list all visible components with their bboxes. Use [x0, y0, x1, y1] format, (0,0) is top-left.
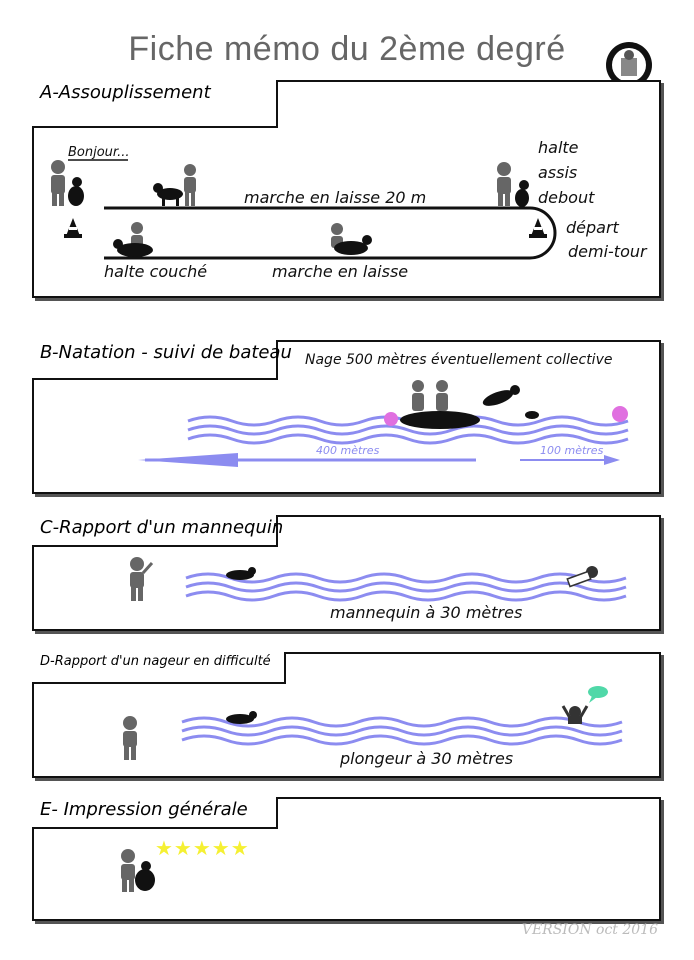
- section-b-subtitle: Nage 500 mètres éventuellement collectiv…: [305, 352, 613, 368]
- marche-20m-label: marche en laisse 20 m: [244, 188, 427, 207]
- handler-icon: [121, 849, 135, 892]
- dog-icon: [334, 235, 372, 255]
- command-halte: halte: [538, 138, 579, 157]
- dog-icon: [525, 411, 539, 419]
- handler-icon: [123, 716, 137, 760]
- page-title: Fiche mémo du 2ème degré: [128, 30, 566, 68]
- command-demi-tour: demi-tour: [568, 242, 647, 261]
- swimmer-icon: [561, 705, 589, 724]
- section-c-caption: mannequin à 30 mètres: [330, 603, 523, 622]
- handler-icon: [130, 557, 154, 601]
- cone-icon: [64, 218, 82, 238]
- section-e-tab: E- Impression générale: [32, 797, 278, 829]
- boat-icon: [400, 380, 480, 429]
- command-debout: debout: [538, 188, 595, 207]
- dog-icon: [226, 711, 257, 724]
- marche-laisse-label: marche en laisse: [272, 262, 409, 281]
- command-assis: assis: [538, 163, 578, 182]
- section-a-tab: A-Assouplissement: [32, 80, 278, 128]
- dog-icon: [68, 177, 84, 206]
- dog-icon: [153, 183, 183, 206]
- handler-icon: [497, 162, 511, 206]
- section-b-tab: B-Natation - suivi de bateau: [32, 340, 292, 380]
- cone-icon: [529, 218, 547, 238]
- section-d-caption: plongeur à 30 mètres: [340, 749, 514, 768]
- dog-icon: [113, 239, 153, 257]
- rating-stars: ★★★★★: [155, 836, 250, 860]
- handler-icon: [51, 160, 65, 206]
- dog-icon: [482, 385, 520, 406]
- dog-icon: [515, 180, 529, 207]
- dist-400-label: 400 mètres: [316, 444, 380, 457]
- bonjour-label: Bonjour...: [68, 145, 130, 160]
- section-c-tab: C-Rapport d'un mannequin: [32, 515, 283, 547]
- buoy-icon: [384, 412, 398, 426]
- dog-icon: [135, 861, 155, 891]
- halte-couche-label: halte couché: [104, 262, 208, 281]
- dog-icon: [226, 567, 256, 580]
- section-d-tab: D-Rapport d'un nageur en difficulté: [32, 652, 286, 684]
- mannequin-icon: [566, 566, 598, 588]
- handler-icon: [184, 164, 196, 206]
- version-label: VERSION oct 2016: [521, 922, 658, 938]
- buoy-icon: [612, 406, 628, 422]
- section-e-panel: [32, 797, 661, 921]
- speech-bubble-icon: [588, 686, 608, 703]
- dist-100-label: 100 mètres: [540, 444, 604, 457]
- club-logo: [606, 42, 652, 88]
- command-depart: départ: [566, 218, 619, 237]
